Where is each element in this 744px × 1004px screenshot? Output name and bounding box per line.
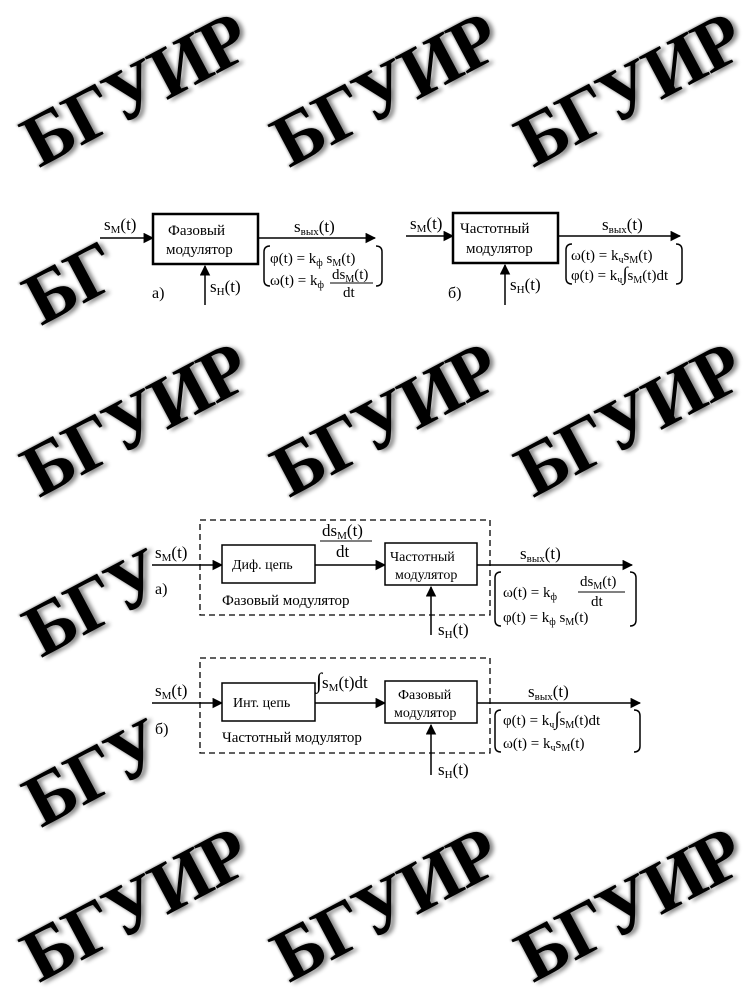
fig2-a-eq1-denominator: dt — [591, 594, 604, 610]
fig2-a-carrier-label: sН(t) — [438, 620, 469, 641]
fig2-a-differentiator-block — [221, 544, 316, 584]
fig2-b-label: б) — [155, 721, 168, 738]
fig2-a-eq1-numerator: dsМ(t) — [580, 574, 616, 592]
fig1-a-eq2: ω(t) = kф — [270, 273, 325, 291]
fig1-a-phase-modulator: sМ(t) Фазовый модулятор sвых(t) sН(t) а)… — [100, 212, 383, 305]
fig2-a-output-label: sвых(t) — [520, 544, 561, 565]
fig2-a-frac-denominator: dt — [336, 542, 350, 561]
fig2-b-integral-label: ∫sМ(t)dt — [314, 668, 368, 694]
fig1-a-eq2-numerator: dsМ(t) — [332, 267, 368, 285]
fig1-a-input-label: sМ(t) — [104, 215, 136, 236]
fig1-b-modulator-block — [451, 211, 560, 265]
fig1-b-frequency-modulator: sМ(t) Частотный модулятор sвых(t) sН(t) … — [406, 211, 683, 305]
fig1-b-block-line1: Частотный — [460, 221, 529, 237]
fig1-a-carrier-label: sН(t) — [210, 277, 241, 298]
fig2-a-group-box — [199, 519, 491, 616]
fig1-b-input-label: sМ(t) — [410, 214, 442, 235]
fig2-a-eq2: φ(t) = kф sМ(t) — [503, 610, 588, 628]
fig1-a-label: а) — [152, 285, 164, 302]
fig2-b-carrier-label: sН(t) — [438, 760, 469, 781]
fig2-a-frac-numerator: dsМ(t) — [322, 521, 363, 542]
fig2-a-label: а) — [155, 581, 167, 598]
fig2-a-block2-line1: Частотный — [390, 550, 455, 565]
fig2-b-block1-text: Инт. цепь — [233, 696, 290, 711]
fig1-a-modulator-block — [151, 212, 260, 266]
fig1-b-label: б) — [448, 285, 461, 302]
fig1-a-block-line2: модулятор — [166, 242, 233, 258]
fig2-b-frequency-modulator-structure: sМ(t) Инт. цепь ∫sМ(t)dt Фазовый модулят… — [152, 657, 642, 781]
fig2-b-group-label: Частотный модулятор — [222, 730, 362, 746]
fig2-a-group-label: Фазовый модулятор — [222, 593, 350, 609]
fig1-a-eq2-denominator: dt — [343, 285, 356, 301]
fig2-b-eq2: ω(t) = kчsМ(t) — [503, 736, 584, 754]
fig1-b-eq2: φ(t) = kч∫sМ(t)dt — [571, 264, 669, 286]
fig1-a-block-line1: Фазовый — [168, 223, 225, 239]
fig2-a-eq1: ω(t) = kф — [503, 585, 558, 603]
fig2-a-block2-line2: модулятор — [395, 568, 457, 583]
fig1-b-output-label: sвых(t) — [602, 215, 643, 236]
fig2-a-fm-block — [384, 542, 478, 586]
fig2-b-input-label: sМ(t) — [155, 681, 187, 702]
fig2-b-output-label: sвых(t) — [528, 682, 569, 703]
fig2-b-block2-line2: модулятор — [394, 706, 456, 721]
fig1-b-block-line2: модулятор — [466, 241, 533, 257]
fig1-b-carrier-label: sН(t) — [510, 275, 541, 296]
fig2-b-group-box — [199, 657, 491, 754]
fig1-a-eq1: φ(t) = kф sМ(t) — [270, 251, 355, 269]
fig1-a-output-label: sвых(t) — [294, 217, 335, 238]
fig2-b-block2-line1: Фазовый — [398, 688, 452, 703]
fig1-b-eq1: ω(t) = kчsМ(t) — [571, 248, 652, 266]
fig2-a-input-label: sМ(t) — [155, 543, 187, 564]
fig2-b-eq1: φ(t) = kч∫sМ(t)dt — [503, 709, 601, 731]
fig2-a-block1-text: Диф. цепь — [232, 558, 293, 573]
fig2-b-integrator-block — [221, 682, 316, 722]
fig2-a-phase-modulator-structure: sМ(t) Диф. цепь dsМ(t) dt Частотный моду… — [152, 519, 637, 641]
fig2-b-pm-block — [384, 680, 478, 724]
